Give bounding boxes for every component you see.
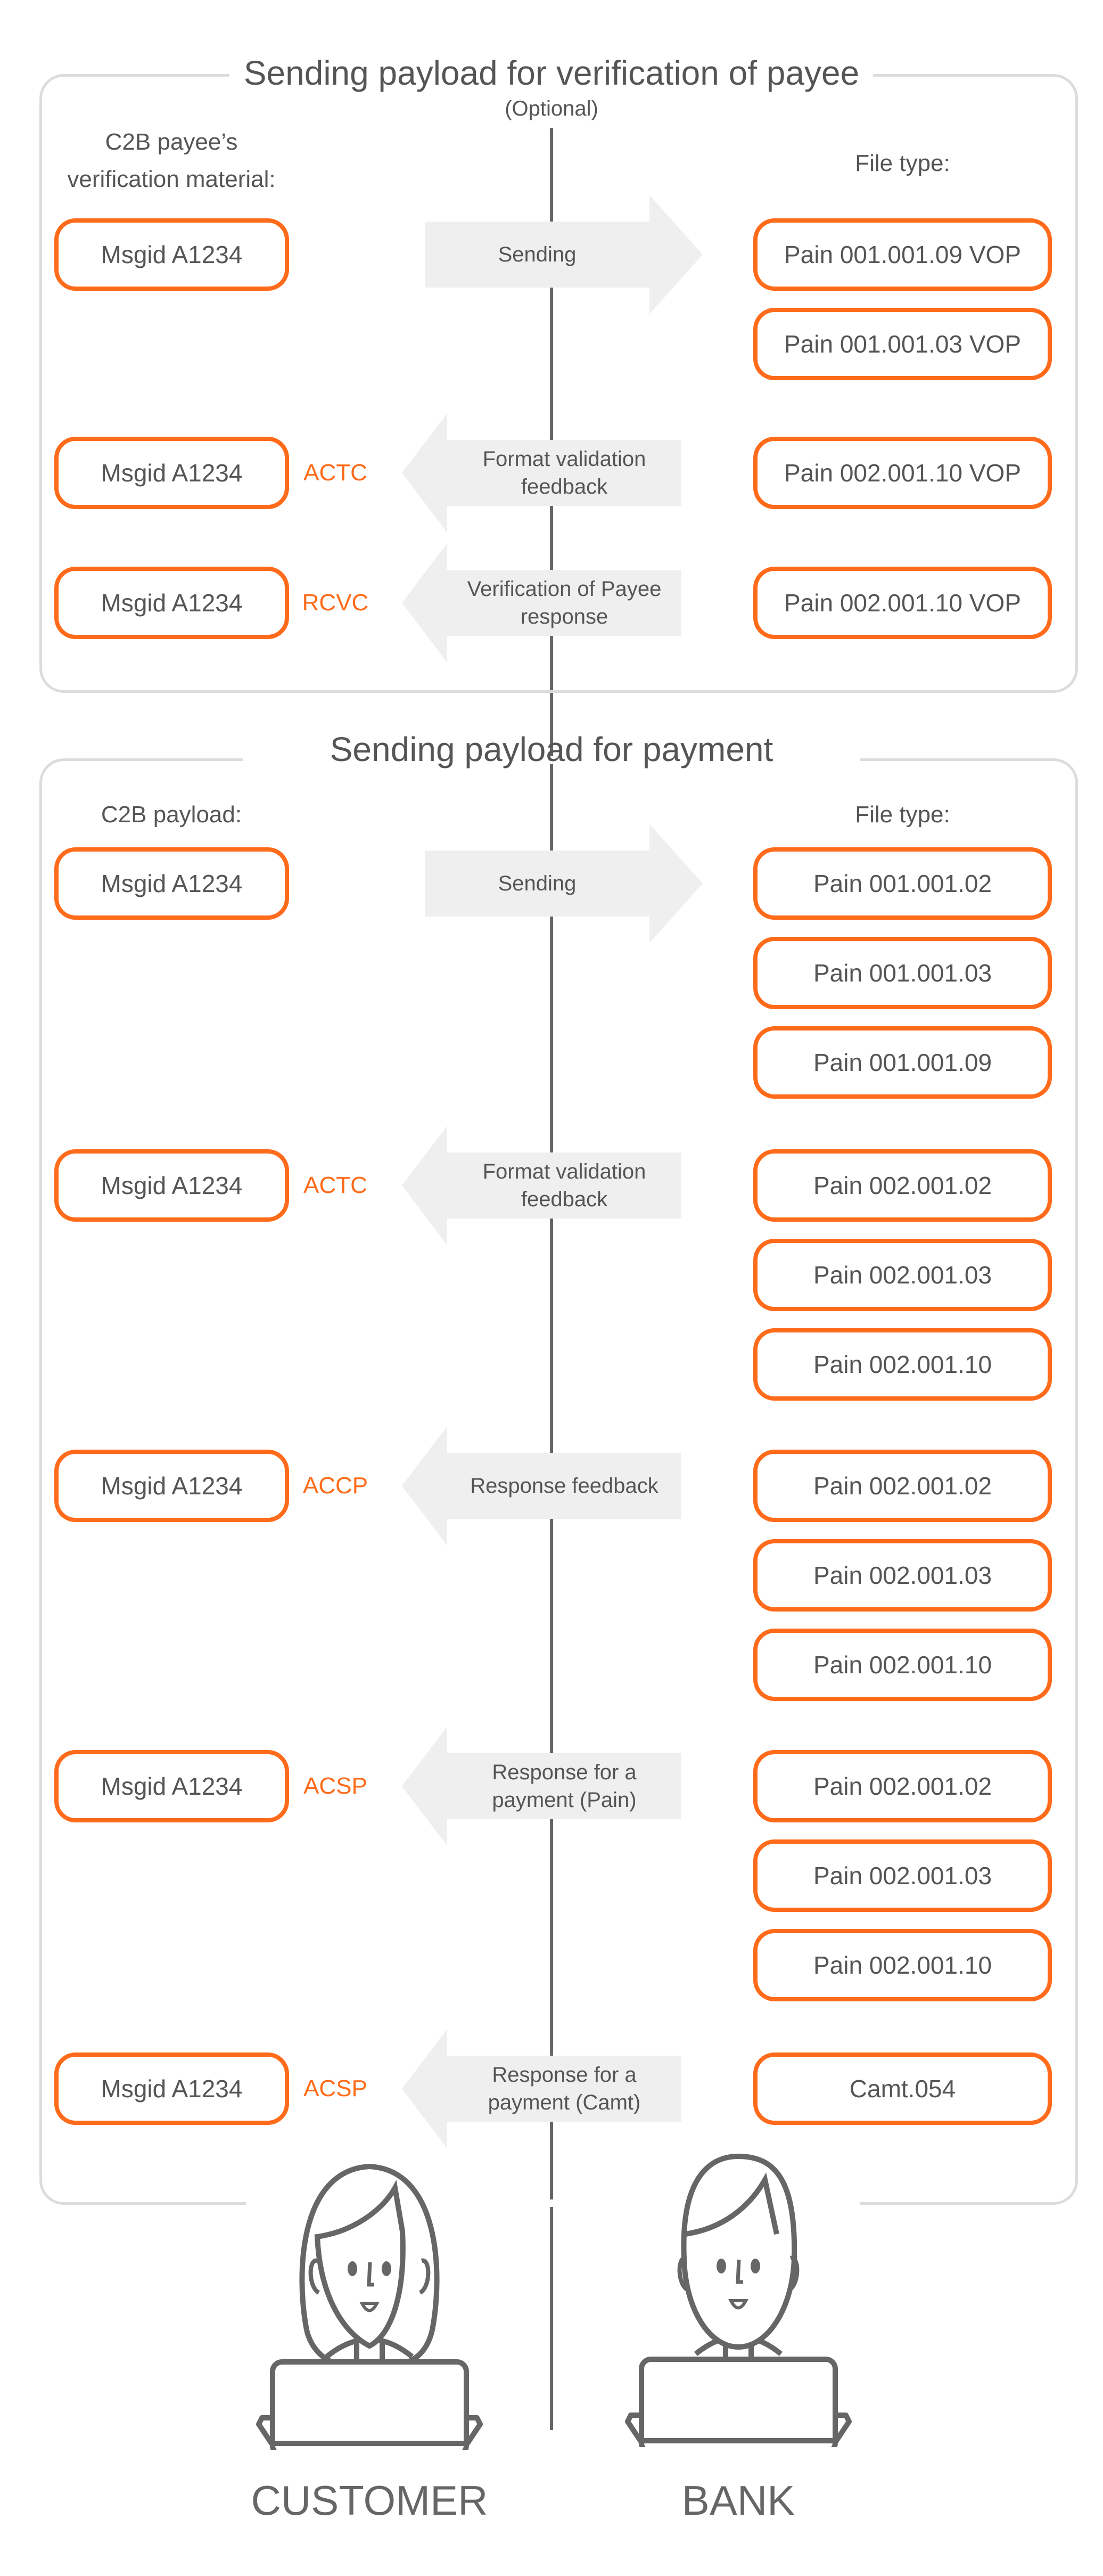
header-line: verification material: xyxy=(67,166,276,192)
status-code: RCVC xyxy=(302,590,369,616)
file-type-box: Pain 001.001.09 VOP xyxy=(753,218,1052,291)
arrow-label-line: Response feedback xyxy=(470,1474,658,1498)
section-title: Sending payload for payment xyxy=(330,730,773,768)
status-code: ACCP xyxy=(302,1473,368,1499)
arrow-left-icon xyxy=(402,413,681,533)
arrow-label: Response for a payment (Pain) xyxy=(447,1753,681,1819)
left-column-header: C2B payee’s verification material: xyxy=(22,124,320,198)
file-type-box: Pain 002.001.02 xyxy=(753,1450,1052,1522)
arrow-right-icon xyxy=(425,195,703,314)
arrow-label: Format validation feedback xyxy=(447,1152,681,1219)
arrow-left-icon xyxy=(402,543,681,663)
arrow-label: Format validation feedback xyxy=(447,440,681,506)
section-subtitle: (Optional) xyxy=(505,97,598,120)
arrow-left-icon xyxy=(402,1126,681,1245)
file-type-box: Pain 002.001.02 xyxy=(753,1750,1052,1822)
file-type-box: Pain 001.001.03 VOP xyxy=(753,308,1052,380)
status-code: ACTC xyxy=(303,460,367,486)
arrow-left-icon xyxy=(402,1426,681,1545)
arrow-label-line: Response for a xyxy=(492,2063,637,2087)
file-type-box: Pain 002.001.03 xyxy=(753,1239,1052,1311)
arrow-left-icon xyxy=(402,1727,681,1846)
msgid-box: Msgid A1234 xyxy=(54,1750,289,1822)
man-at-laptop-icon xyxy=(616,2149,861,2455)
header-line: C2B payee’s xyxy=(105,129,238,155)
msgid-box: Msgid A1234 xyxy=(54,847,289,920)
file-type-box: Pain 002.001.10 VOP xyxy=(753,567,1052,639)
center-timeline xyxy=(550,128,553,2430)
msgid-box: Msgid A1234 xyxy=(54,1149,289,1222)
arrow-label-line: payment (Camt) xyxy=(488,2091,641,2114)
arrow-label-line: Sending xyxy=(498,872,577,895)
arrow-shape xyxy=(402,1426,681,1545)
msgid-box: Msgid A1234 xyxy=(54,567,289,639)
arrow-left-icon xyxy=(402,2029,681,2148)
msgid-box: Msgid A1234 xyxy=(54,1450,289,1522)
arrow-label-line: Format validation xyxy=(482,447,646,471)
status-code: ACSP xyxy=(303,1773,367,1799)
file-type-box: Pain 002.001.10 xyxy=(753,1629,1052,1701)
arrow-label-line: payment (Pain) xyxy=(492,1788,637,1812)
arrow-shape xyxy=(425,824,703,943)
arrow-label-line: feedback xyxy=(521,1188,608,1211)
file-type-box: Pain 002.001.03 xyxy=(753,1539,1052,1612)
arrow-shape xyxy=(402,543,681,663)
file-type-box: Pain 002.001.10 xyxy=(753,1929,1052,2001)
header-line: C2B payload: xyxy=(101,802,242,828)
arrow-shape xyxy=(402,1126,681,1245)
woman-at-laptop-icon xyxy=(247,2152,492,2458)
arrow-label-line: Format validation xyxy=(482,1160,646,1183)
bank-label: BANK xyxy=(681,2477,795,2524)
file-type-box: Pain 001.001.03 xyxy=(753,937,1052,1009)
arrow-shape xyxy=(425,195,703,314)
msgid-box: Msgid A1234 xyxy=(54,437,289,509)
file-type-box: Pain 001.001.09 xyxy=(753,1026,1052,1099)
arrow-shape xyxy=(402,1727,681,1846)
arrow-label: Verification of Payee response xyxy=(447,570,681,636)
file-type-box: Pain 001.001.02 xyxy=(753,847,1052,920)
arrow-shape xyxy=(402,413,681,533)
msgid-box: Msgid A1234 xyxy=(54,2052,289,2125)
arrow-label-line: Sending xyxy=(498,243,577,266)
right-column-header: File type: xyxy=(855,802,950,828)
customer-label: CUSTOMER xyxy=(251,2477,488,2524)
file-type-box: Pain 002.001.10 xyxy=(753,1328,1052,1401)
frame-title-gap xyxy=(243,756,860,764)
arrow-label: Sending xyxy=(425,851,649,917)
status-code: ACTC xyxy=(303,1172,367,1198)
left-column-header: C2B payload: xyxy=(22,796,320,833)
status-code: ACSP xyxy=(303,2075,367,2101)
file-type-box: Camt.054 xyxy=(753,2052,1052,2125)
arrow-label: Response for a payment (Camt) xyxy=(447,2056,681,2122)
arrow-right-icon xyxy=(425,824,703,943)
arrow-label: Sending xyxy=(425,222,649,288)
arrow-label-line: Verification of Payee xyxy=(467,577,662,601)
right-column-header: File type: xyxy=(855,150,950,176)
arrow-shape xyxy=(402,2029,681,2148)
section-title: Sending payload for verification of paye… xyxy=(243,54,860,92)
file-type-box: Pain 002.001.02 xyxy=(753,1149,1052,1222)
file-type-box: Pain 002.001.03 xyxy=(753,1839,1052,1912)
arrow-label-line: response xyxy=(520,605,608,628)
frame-title-gap xyxy=(229,72,873,79)
arrow-label-line: Response for a xyxy=(492,1761,637,1784)
file-type-box: Pain 002.001.10 VOP xyxy=(753,437,1052,509)
msgid-box: Msgid A1234 xyxy=(54,218,289,291)
arrow-label: Response feedback xyxy=(447,1453,681,1519)
arrow-label-line: feedback xyxy=(521,475,608,498)
